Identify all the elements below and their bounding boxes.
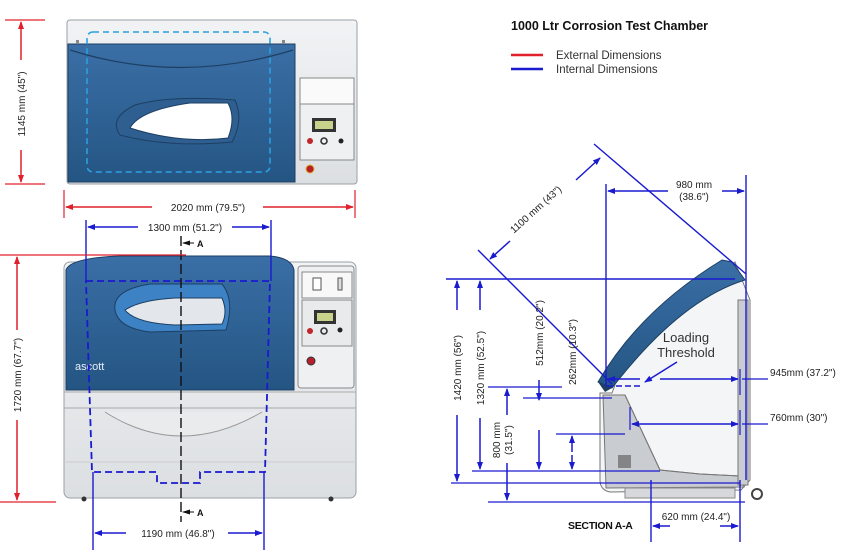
dim-bottom-depth-label: 620 mm (24.4")	[662, 512, 731, 523]
section-caption: SECTION A-A	[568, 520, 633, 532]
dim-threshold-height-line2: (31.5")	[504, 425, 515, 455]
section-view: Loading Threshold 1100 mm (43") 980 mm (…	[446, 143, 836, 542]
dim-512-label: 512mm (20.2")	[535, 300, 546, 366]
dim-top-height-label: 1145 mm (45")	[17, 71, 28, 136]
dim-top-width-label: 2020 mm (79.5")	[171, 203, 245, 214]
section-marker-top: A	[197, 239, 204, 249]
dim-overall-height-label: 1420 mm (56")	[453, 335, 464, 401]
loading-threshold-line2: Threshold	[657, 345, 715, 360]
front-view-window	[124, 297, 226, 326]
dim-front-internal-top-width-label: 1300 mm (51.2")	[148, 223, 222, 234]
top-view-internal-outline	[86, 31, 271, 173]
dim-front-height-label: 1720 mm (67.7")	[13, 338, 24, 412]
front-view: ascott A A 1300 mm (51.2") 1720 mm	[0, 220, 357, 550]
emergency-stop	[305, 164, 315, 174]
section-marker-bottom: A	[197, 508, 204, 518]
dim-262-label: 262mm (10.3")	[568, 319, 579, 385]
dim-front-internal-bottom-width-label: 1190 mm (46.8")	[141, 529, 214, 540]
loading-threshold-line1: Loading	[663, 330, 709, 345]
castor-wheel	[751, 488, 763, 500]
front-view-drawer-handle	[104, 411, 263, 437]
legend-label-internal: Internal Dimensions	[556, 64, 658, 76]
front-emergency-stop	[306, 356, 316, 366]
top-view-window	[129, 102, 233, 141]
legend: External Dimensions Internal Dimensions	[511, 50, 662, 76]
dim-internal-height-label: 1320 mm (52.5")	[476, 331, 487, 405]
diagram-title: 1000 Ltr Corrosion Test Chamber	[511, 19, 708, 33]
dim-lid-opening-label: 1100 mm (43")	[508, 184, 564, 236]
top-view: 1145 mm (45") 2020 mm (79.5")	[5, 19, 358, 218]
brand-logo: ascott	[75, 361, 104, 373]
front-view-internal-outline	[85, 280, 271, 484]
dim-threshold-height-line1: 800 mm	[492, 422, 503, 458]
dim-top-depth-line2: (38.6")	[679, 192, 709, 203]
dim-top-depth-line1: 980 mm	[676, 180, 712, 191]
legend-label-external: External Dimensions	[556, 50, 662, 62]
vent-grille	[618, 455, 631, 468]
dim-mid-depth-label: 760mm (30")	[770, 413, 827, 424]
dim-threshold-depth-label: 945mm (37.2")	[770, 368, 836, 379]
section-lid	[597, 259, 746, 389]
